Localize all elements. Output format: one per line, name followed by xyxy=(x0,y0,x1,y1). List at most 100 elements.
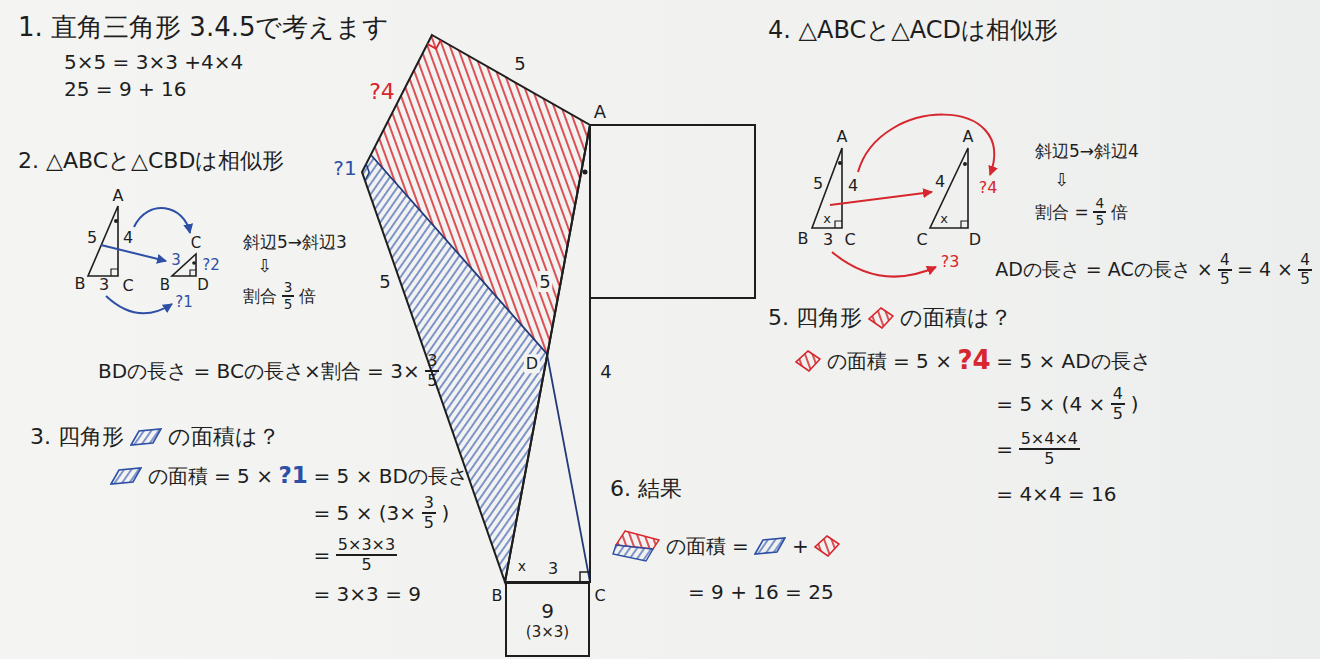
similar-triangles-4 xyxy=(812,115,994,277)
label-anchor: 4 xyxy=(600,362,611,382)
question-mark: ?1 xyxy=(175,293,193,311)
vertex-label: A xyxy=(594,101,606,122)
fraction-numerator: 3 xyxy=(422,494,436,514)
fraction-numerator: 4 xyxy=(1298,252,1312,271)
label-anchor: x xyxy=(516,559,528,574)
text-row: 3. 四角形 の面積は？ xyxy=(30,424,280,450)
label-anchor: A xyxy=(113,187,124,205)
side-label: 5 xyxy=(813,174,823,193)
label-anchor: D xyxy=(197,277,209,294)
text-row: = 9 + 16 = 25 xyxy=(688,580,834,604)
math-text: 斜辺5→斜辺4 xyxy=(1035,141,1139,161)
fraction-denominator: 5 xyxy=(361,556,371,574)
blue-rectangle-icon xyxy=(130,428,162,446)
question-mark: ?4 xyxy=(979,178,998,197)
fraction-numerator: 4 xyxy=(1218,252,1232,271)
vertex-label: C xyxy=(844,230,855,249)
red-rectangle-icon xyxy=(795,350,821,372)
text-row: 2. △ABCと△CBDは相似形 xyxy=(18,148,284,174)
step-heading: 4. △ABCと△ACDは相似形 xyxy=(768,16,1058,45)
math-text: = 4×4 = 16 xyxy=(996,482,1116,506)
fraction-numerator: 5×4×4 xyxy=(1019,430,1080,450)
step-heading: 3. 四角形 xyxy=(30,424,124,450)
step-heading: 5. 四角形 xyxy=(768,305,862,331)
label-anchor: 4 xyxy=(848,177,858,195)
label-anchor: C xyxy=(594,587,605,605)
right-angle-mark xyxy=(365,164,369,181)
label-anchor: ⇩ xyxy=(1054,170,1069,190)
fraction: 45 xyxy=(1218,252,1232,287)
side-label: 4 xyxy=(848,176,858,195)
label-anchor: C xyxy=(844,231,855,249)
angle-dot xyxy=(114,219,118,223)
triangle xyxy=(930,148,968,228)
icon-shape xyxy=(613,545,653,561)
vertex-label: B xyxy=(75,274,86,293)
label-anchor: 3 xyxy=(99,276,109,294)
fraction-numerator: 3 xyxy=(425,352,439,372)
side-label: 5 xyxy=(379,271,390,292)
vertex-label: C xyxy=(122,276,133,295)
right-angle-mark xyxy=(111,269,118,276)
text-row: = 5 × (3×35) xyxy=(313,494,449,531)
right-angle-mark xyxy=(835,221,842,228)
vertex-label: B xyxy=(490,586,505,605)
math-text: = 4 × xyxy=(1237,258,1293,281)
side-label: 5 xyxy=(87,228,97,247)
label-anchor: 5 xyxy=(514,54,525,74)
vertex-label: B xyxy=(160,276,170,294)
fraction: 35 xyxy=(282,280,295,312)
math-text: ) xyxy=(441,501,449,525)
side-label: 3 xyxy=(823,230,833,249)
icon-shape xyxy=(131,429,161,445)
similar-triangles-2 xyxy=(88,206,196,313)
math-text: = 3×3 = 9 xyxy=(313,582,421,606)
label-anchor: A xyxy=(594,102,606,122)
math-text: の面積は？ xyxy=(168,424,280,450)
text-row: 25 = 9 + 16 xyxy=(64,77,187,101)
math-text: 割合 xyxy=(243,286,277,306)
label-anchor: A xyxy=(837,128,848,146)
label-anchor: ?4 xyxy=(369,80,395,104)
label-anchor: A xyxy=(963,128,974,146)
text-row: = 4×4 = 16 xyxy=(996,482,1116,506)
label-anchor: B xyxy=(160,277,170,294)
step-heading: 1. 直角三角形 3.4.5で考えます xyxy=(18,12,390,43)
correspondence-arrow xyxy=(106,296,172,313)
down-arrow-symbol: ⇩ xyxy=(257,255,272,276)
text-row: =5×3×35 xyxy=(313,536,397,573)
label-anchor: 5 xyxy=(87,229,97,247)
math-text: の面積は？ xyxy=(900,305,1012,331)
vertex-label: A xyxy=(963,127,974,146)
fraction: 35 xyxy=(425,352,439,389)
angle-dot xyxy=(963,162,967,166)
side-label: 3 xyxy=(99,275,109,294)
label-anchor: 3 xyxy=(548,560,558,578)
text-row: =5×4×45 xyxy=(996,430,1080,467)
text-row: BDの長さ = BCの長さ×割合 = 3×35 xyxy=(98,352,439,389)
fraction: 45 xyxy=(1298,252,1312,287)
label-anchor: ?3 xyxy=(941,253,960,271)
red-rectangle-icon xyxy=(868,307,894,329)
vertex-label: C xyxy=(916,230,927,249)
correspondence-arrow xyxy=(101,245,166,261)
question-mark: ?2 xyxy=(202,256,220,274)
text-row: 5. 四角形 の面積は？ xyxy=(768,305,1012,331)
icon-shape xyxy=(796,351,820,371)
math-text: の面積 = xyxy=(666,534,749,558)
vertex-label: C xyxy=(594,586,605,605)
fraction-denominator: 5 xyxy=(1095,213,1104,228)
fraction: 45 xyxy=(1093,196,1106,228)
math-text: = 9 + 16 = 25 xyxy=(688,580,834,604)
correspondence-arrow xyxy=(830,192,932,205)
label-anchor: 5 xyxy=(379,272,390,292)
angle-label: x xyxy=(516,558,528,574)
label-anchor: 4 xyxy=(935,173,945,191)
correspondence-arrow xyxy=(832,252,936,277)
question-mark: ?1 xyxy=(333,156,356,180)
fraction-denominator: 5 xyxy=(284,297,293,312)
label-anchor: 5 xyxy=(537,272,552,292)
square-on-ac xyxy=(590,125,755,298)
fraction-denominator: 5 xyxy=(1300,271,1310,288)
vertex-label: A xyxy=(837,127,848,146)
